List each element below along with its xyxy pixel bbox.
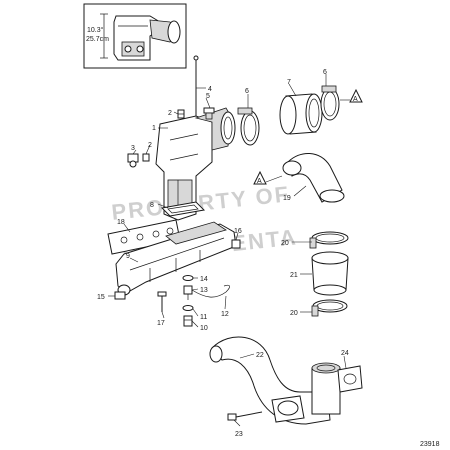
reference-marker-middle: A bbox=[253, 170, 283, 185]
clamp-part-6-left bbox=[237, 107, 260, 146]
clamp-part-6-right bbox=[320, 85, 340, 121]
exhaust-manifold-part-9 bbox=[115, 221, 237, 296]
callout-labels: 1 2 2 3 4 5 6 7 6 8 18 9 16 14 13 15 12 … bbox=[97, 69, 349, 438]
callout-11: 11 bbox=[200, 314, 207, 321]
sensor-part-3 bbox=[127, 153, 139, 168]
callout-20-upper: 20 bbox=[281, 240, 289, 247]
callout-24: 24 bbox=[341, 350, 349, 357]
sensor-part-13 bbox=[183, 285, 193, 300]
callout-4: 4 bbox=[208, 86, 212, 93]
reference-marker-top-label: A bbox=[353, 96, 358, 103]
callout-12: 12 bbox=[221, 311, 229, 318]
callout-23: 23 bbox=[235, 431, 243, 438]
inset-detail: 10.3° 25.7cm bbox=[83, 3, 187, 69]
callout-6-right: 6 bbox=[323, 69, 327, 76]
callout-22: 22 bbox=[256, 352, 264, 359]
callout-9: 9 bbox=[126, 253, 130, 260]
callout-8: 8 bbox=[150, 202, 154, 209]
stud-part-4 bbox=[193, 55, 199, 124]
washer-part-14 bbox=[182, 275, 194, 281]
hose-part-7 bbox=[279, 93, 323, 135]
callout-3: 3 bbox=[131, 145, 135, 152]
inset-length-label: 25.7cm bbox=[86, 36, 109, 43]
wire-part-12 bbox=[191, 284, 230, 298]
plug-part-2-lower bbox=[142, 153, 150, 162]
callout-7: 7 bbox=[287, 79, 291, 86]
exhaust-riser-part-1 bbox=[155, 107, 236, 221]
callout-6-left: 6 bbox=[245, 88, 249, 95]
watermark-line1: PROPERTY OF bbox=[110, 181, 291, 225]
callout-14: 14 bbox=[200, 276, 208, 283]
callout-1: 1 bbox=[152, 125, 156, 132]
plug-part-2-upper bbox=[177, 109, 185, 119]
drain-fitting-part-15 bbox=[114, 291, 126, 300]
hose-elbow-part-19 bbox=[282, 153, 345, 203]
leader-lines bbox=[108, 74, 347, 427]
callout-13: 13 bbox=[200, 287, 208, 294]
bolt-part-23 bbox=[227, 411, 263, 421]
gasket-part-8 bbox=[160, 201, 206, 217]
nipple-part-10 bbox=[183, 315, 193, 327]
callout-20-lower: 20 bbox=[290, 310, 298, 317]
callout-18: 18 bbox=[117, 219, 125, 226]
callout-10: 10 bbox=[200, 325, 208, 332]
bolt-part-17 bbox=[157, 291, 167, 312]
inset-angle-label: 10.3° bbox=[87, 26, 104, 34]
clamp-part-20-upper bbox=[309, 231, 349, 249]
gasket-part-24 bbox=[337, 365, 363, 393]
callout-17: 17 bbox=[157, 320, 165, 327]
plug-part-16 bbox=[231, 239, 241, 249]
drawing-number: 23918 bbox=[420, 441, 440, 448]
callout-2-upper: 2 bbox=[168, 110, 172, 117]
callout-21: 21 bbox=[290, 272, 298, 279]
reference-marker-top: A bbox=[340, 88, 363, 103]
ring-part-11 bbox=[182, 305, 194, 311]
hose-part-21 bbox=[311, 251, 349, 296]
callout-16: 16 bbox=[234, 228, 242, 235]
callout-15: 15 bbox=[97, 294, 105, 301]
callout-5: 5 bbox=[206, 93, 210, 100]
callout-19: 19 bbox=[283, 195, 291, 202]
callout-2-lower: 2 bbox=[148, 142, 152, 149]
fitting-part-5 bbox=[203, 107, 215, 120]
clamp-part-20-lower bbox=[311, 299, 348, 317]
exhaust-pipe-part-22 bbox=[209, 336, 341, 425]
reference-marker-middle-label: A bbox=[257, 178, 262, 185]
